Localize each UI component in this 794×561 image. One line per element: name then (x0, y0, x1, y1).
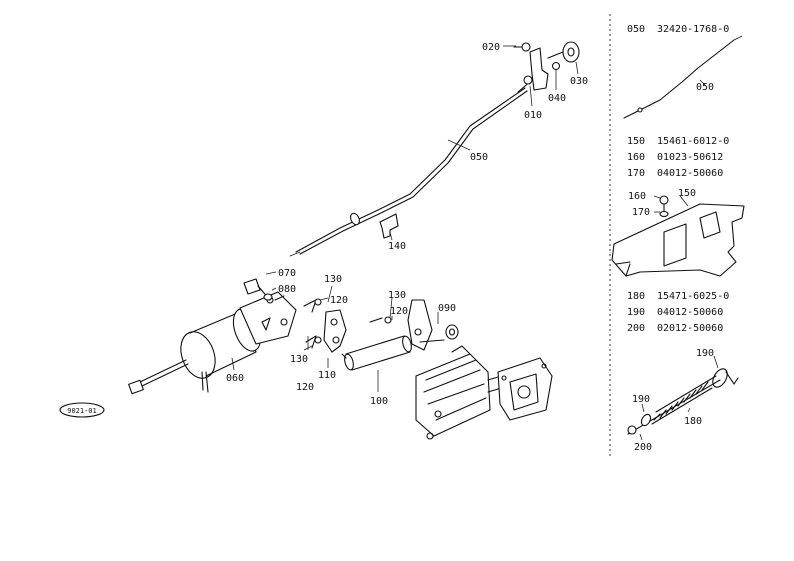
bolt-070 (243, 278, 271, 301)
callout-140: 140 (388, 241, 406, 252)
callout-050: 050 (470, 152, 488, 163)
plist-ref-190: 190 (627, 307, 645, 318)
plist-no-150: 15461-6012-0 (657, 136, 729, 147)
lever-arm (407, 299, 445, 351)
callout-070: 070 (278, 268, 296, 279)
callout-labels: 020 030 040 010 050 140 070 080 130 120 … (226, 42, 588, 407)
side-callout-170: 170 (632, 207, 650, 218)
callout-040: 040 (548, 93, 566, 104)
side-callout-050: 050 (696, 82, 714, 93)
callout-010: 010 (524, 110, 542, 121)
callout-120-c: 120 (296, 382, 314, 393)
clip-pins (303, 298, 392, 349)
plist-ref-180: 180 (627, 291, 645, 302)
callout-130-a: 130 (324, 274, 342, 285)
shaft-100 (341, 335, 412, 371)
throttle-cable-assembly (289, 79, 533, 257)
plist-ref-050: 050 (627, 24, 645, 35)
figure-code-badge: 9021-01 (59, 402, 105, 418)
side-callout-190-b: 190 (632, 394, 650, 405)
pump-housing (415, 345, 553, 440)
callout-100: 100 (370, 396, 388, 407)
callout-130-b: 130 (388, 290, 406, 301)
leader-lines (231, 45, 579, 392)
plist-no-190: 04012-50060 (657, 307, 723, 318)
spring-assembly-illustration: 190 190 180 200 (627, 348, 739, 453)
side-cable-illustration: 050 (623, 35, 743, 119)
callout-120-a: 120 (330, 295, 348, 306)
parts-list-group-3: 180 15471-6025-0 190 04012-50060 200 020… (627, 291, 729, 334)
parts-list-group-2: 150 15461-6012-0 160 01023-50612 170 040… (627, 136, 729, 179)
washer-080 (263, 293, 273, 301)
plist-no-200: 02012-50060 (657, 323, 723, 334)
plist-ref-170: 170 (627, 168, 645, 179)
side-callout-190-a: 190 (696, 348, 714, 359)
bracket-150-illustration: 160 170 150 (611, 188, 745, 277)
side-callout-180: 180 (684, 416, 702, 427)
callout-060: 060 (226, 373, 244, 384)
callout-080: 080 (278, 284, 296, 295)
cable-bracket-assembly (513, 41, 580, 91)
plist-no-160: 01023-50612 (657, 152, 723, 163)
side-callout-160: 160 (628, 191, 646, 202)
plist-ref-150: 150 (627, 136, 645, 147)
callout-130-c: 130 (290, 354, 308, 365)
side-callout-150: 150 (678, 188, 696, 199)
plist-ref-200: 200 (627, 323, 645, 334)
figure-code-text: 9021-01 (67, 407, 97, 415)
spacer-090 (445, 324, 459, 340)
plist-no-180: 15471-6025-0 (657, 291, 729, 302)
callout-110: 110 (318, 370, 336, 381)
plist-no-050: 32420-1768-0 (657, 24, 729, 35)
callout-030: 030 (570, 76, 588, 87)
parts-list-group-1: 050 32420-1768-0 (627, 24, 729, 35)
plist-ref-160: 160 (627, 152, 645, 163)
callout-090: 090 (438, 303, 456, 314)
callout-020: 020 (482, 42, 500, 53)
solenoid-assembly (128, 291, 297, 395)
plist-no-170: 04012-50060 (657, 168, 723, 179)
lever-110 (323, 309, 347, 353)
cable-clip (379, 213, 399, 239)
side-callout-200: 200 (634, 442, 652, 453)
callout-120-b: 120 (390, 306, 408, 317)
